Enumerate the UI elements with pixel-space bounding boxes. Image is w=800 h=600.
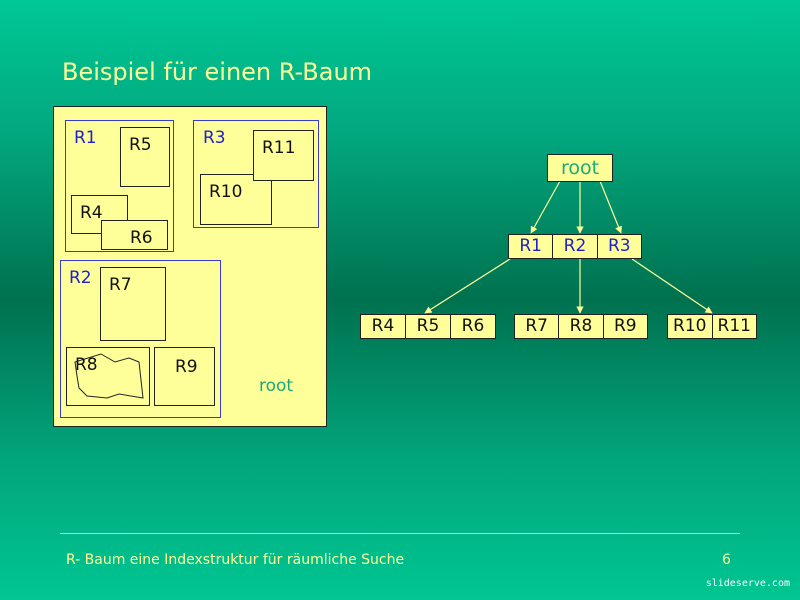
- footer-divider: [60, 533, 740, 534]
- label-r5: R5: [129, 135, 152, 155]
- tree-entry-r7: R7: [525, 316, 548, 336]
- rect-r9: R9: [154, 347, 215, 406]
- rect-r5: R5: [120, 127, 170, 187]
- rect-r4: R4: [71, 195, 128, 234]
- tree-entry-r11: R11: [711, 315, 757, 338]
- bounding-box-r3: R3: [193, 120, 319, 228]
- footer-text: R- Baum eine Indexstruktur für räumliche…: [66, 552, 405, 568]
- label-r8: R8: [75, 355, 98, 375]
- rect-r7: R7: [100, 267, 166, 341]
- tree-entry-r2: R2: [552, 235, 596, 258]
- label-r4: R4: [80, 203, 103, 223]
- tree-level1-node: R1 R2 R3: [508, 234, 642, 259]
- bounding-box-r2: R2: [60, 260, 221, 418]
- label-r10: R10: [209, 182, 243, 202]
- label-r2: R2: [69, 268, 92, 288]
- edge-root-r3: [599, 180, 622, 234]
- r8-region-shape: [74, 353, 144, 399]
- tree-entry-r10: R10: [673, 316, 707, 336]
- label-r6: R6: [130, 228, 153, 248]
- spatial-region-root: R1 R5 R4 R6 R3 R10 R11 R2 R7 R8 R9 root: [53, 106, 327, 427]
- tree-root-node: root: [547, 154, 613, 182]
- page-number: 6: [722, 552, 731, 568]
- rect-r11: R11: [253, 130, 314, 181]
- rect-r10: R10: [200, 174, 272, 225]
- watermark: slideserve.com: [705, 578, 790, 589]
- edge-root-r1: [530, 180, 561, 234]
- bounding-box-r1: R1: [65, 120, 174, 252]
- tree-entry-r6: R6: [450, 315, 495, 338]
- label-r3: R3: [203, 128, 226, 148]
- tree-entry-r3: R3: [596, 235, 641, 258]
- label-r1: R1: [74, 128, 97, 148]
- edge-r1-leaf1: [424, 258, 511, 314]
- label-root-region: root: [259, 376, 294, 396]
- edge-r3-leaf3: [631, 258, 713, 314]
- label-r11: R11: [262, 138, 296, 158]
- tree-entry-r1: R1: [519, 236, 542, 256]
- tree-leaf-node-2: R7 R8 R9: [514, 314, 648, 339]
- rect-r6: R6: [101, 220, 168, 250]
- label-r7: R7: [109, 275, 132, 295]
- rect-r8: R8: [66, 347, 150, 406]
- tree-entry-r5: R5: [405, 315, 450, 338]
- tree-leaf-node-3: R10 R11: [667, 314, 757, 339]
- tree-root-label: root: [560, 157, 600, 179]
- tree-entry-r8: R8: [558, 315, 602, 338]
- tree-entry-r9: R9: [602, 315, 647, 338]
- slide-title: Beispiel für einen R-Baum: [62, 58, 373, 86]
- label-r9: R9: [175, 357, 198, 377]
- tree-leaf-node-1: R4 R5 R6: [360, 314, 496, 339]
- tree-entry-r4: R4: [371, 316, 395, 336]
